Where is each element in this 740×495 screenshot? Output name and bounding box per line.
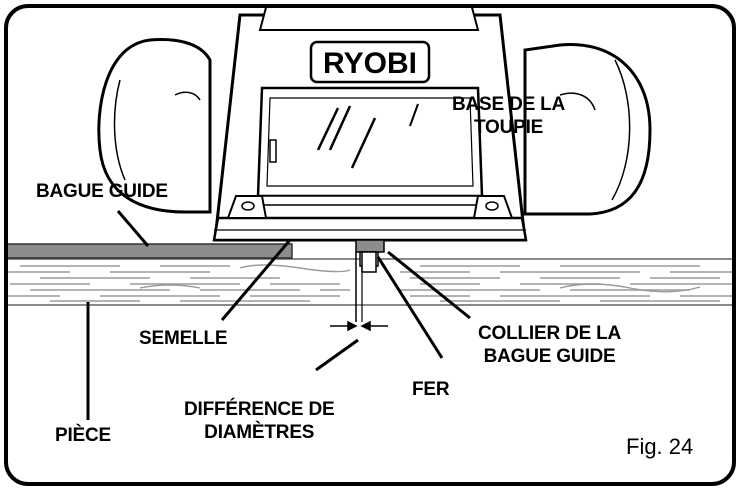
figure-frame [4, 4, 736, 486]
router-base [212, 6, 528, 242]
label-piece: PIÈCE [55, 425, 112, 446]
label-bague-guide: BAGUE GUIDE [36, 181, 168, 202]
leader-semelle [220, 239, 292, 321]
label-base-line-1: BASE DE LA [452, 94, 566, 115]
label-base-line-2: TOUPIE [473, 117, 544, 138]
label-collier-line-1: COLLIER DE LA [478, 323, 622, 344]
router-bit [355, 251, 377, 322]
leader-difference [315, 338, 359, 372]
ryobi-logo: RYOBI [309, 40, 431, 84]
svg-text:RYOBI: RYOBI [323, 47, 417, 80]
label-difference-line-2: DIAMÈTRES [204, 422, 315, 443]
figure-number: Fig. 24 [626, 434, 694, 459]
label-difference-de-diametres: DIFFÉRENCE DE DIAMÈTRES [184, 398, 335, 444]
label-collier-line-2: BAGUE GUIDE [483, 346, 616, 367]
label-collier-de-la-bague-guide: COLLIER DE LA BAGUE GUIDE [478, 322, 621, 368]
leader-fer [376, 256, 444, 359]
leader-lines [86, 210, 471, 420]
label-fer: FER [412, 379, 450, 400]
diameter-difference-dimension [330, 320, 388, 332]
leader-bague-guide [116, 210, 150, 247]
label-base-de-la-toupie: BASE DE LA TOUPIE [452, 93, 565, 139]
label-semelle: SEMELLE [139, 328, 228, 349]
label-difference-line-1: DIFFÉRENCE DE [184, 399, 335, 420]
leader-collier [387, 250, 471, 320]
template-plate [6, 243, 293, 259]
left-handle [97, 38, 212, 214]
wood-grain [6, 264, 734, 302]
right-handle [523, 42, 652, 216]
